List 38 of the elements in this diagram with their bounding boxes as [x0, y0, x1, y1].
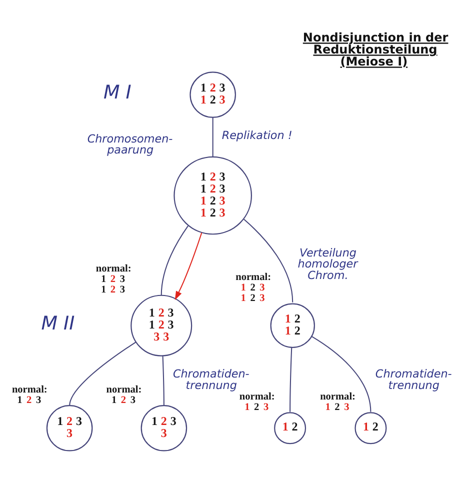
edge-label: Chromatiden- trennung: [172, 368, 250, 392]
edge-label: Replikation !: [222, 129, 292, 142]
node-label: normal:: [96, 264, 132, 275]
connector: [212, 117, 214, 157]
node-label: normal:: [236, 272, 272, 284]
node-circle: 1 2: [274, 412, 306, 444]
node-circle: 1 2 3 3: [140, 404, 188, 452]
connector: [69, 342, 136, 406]
node-label: 1 2 3: [244, 402, 269, 413]
connector: [312, 336, 372, 412]
label: M I: [103, 82, 132, 104]
node-label: 1 2 3: [240, 282, 265, 294]
node-circle: 1 2 3 1 2 3: [190, 72, 236, 118]
node-label: Chromosomen- paarung: [87, 132, 173, 157]
edge-label: Verteilung homologer Chrom.: [298, 246, 358, 282]
node-circle: 1 2 3 3: [46, 404, 93, 452]
node-circle: 1 2 1 2: [270, 303, 315, 348]
connector: [162, 356, 164, 406]
node-label: 1 2 3: [240, 292, 265, 304]
diagram-title: Nondisjunction in der Reduktionsteilung (Meiose I): [302, 30, 448, 69]
node-label: 1 2 3: [111, 394, 136, 406]
arrow: [174, 232, 202, 300]
connector: [244, 218, 294, 302]
node-label: normal:: [239, 391, 275, 402]
node-label: 1 2 3: [101, 274, 126, 286]
node-label: 1 2 3: [101, 284, 126, 296]
node-label: normal:: [106, 384, 142, 396]
connector: [290, 347, 292, 412]
node-label: 1 2 3: [17, 394, 42, 406]
node-label: 1 2 3: [325, 402, 350, 413]
node-circle: 1 2 3 1 2 3 1 2 3 1 2 3: [174, 156, 252, 235]
node-label: normal:: [12, 384, 48, 396]
label: M II: [41, 312, 75, 335]
node-circle: 1 2: [354, 412, 387, 444]
connector: [160, 226, 188, 296]
edge-label: Chromatiden- trennung: [375, 368, 452, 392]
node-label: normal:: [320, 391, 356, 402]
node-circle: 1 2 3 1 2 3 3 3: [130, 294, 192, 356]
